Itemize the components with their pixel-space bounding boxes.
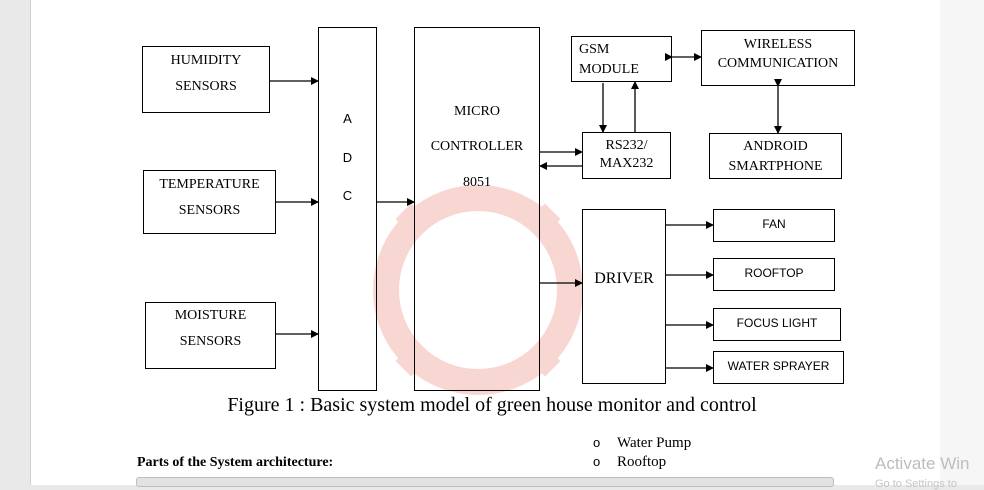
horizontal-scrollbar[interactable] <box>136 477 834 487</box>
fan-box <box>713 209 835 242</box>
window-edge <box>940 0 984 485</box>
activate-windows-sub: Go to Settings to <box>875 478 957 490</box>
bullet-water-pump: o Water Pump <box>593 435 691 452</box>
water-sprayer-label: WATER SPRAYER <box>727 359 830 373</box>
water-sprayer-box <box>713 351 844 384</box>
rs232-box <box>582 132 671 179</box>
rs232-label-2: MAX232 <box>599 156 654 171</box>
micro-label-3: 8051 <box>463 175 491 190</box>
rs232-label-1: RS232/ <box>605 138 648 153</box>
wireless-communication-box <box>701 30 855 86</box>
humidity-label-1: HUMIDITY <box>170 53 242 68</box>
android-label-1: ANDROID <box>743 139 808 154</box>
moisture-sensors-box <box>145 302 276 369</box>
bullet-text: Rooftop <box>617 454 667 470</box>
bullet-marker: o <box>593 435 601 450</box>
wireless-label-1: WIRELESS <box>743 37 813 52</box>
adc-letter-d: D <box>342 150 353 165</box>
android-label-2: SMARTPHONE <box>728 159 823 174</box>
activate-windows-watermark: Activate Win <box>875 454 970 473</box>
document-page <box>30 0 942 485</box>
rooftop-box <box>713 258 835 291</box>
micro-label-2: CONTROLLER <box>430 139 524 154</box>
bullet-marker: o <box>593 454 601 469</box>
temperature-label-1: TEMPERATURE <box>159 177 260 192</box>
temperature-label-2: SENSORS <box>178 203 241 218</box>
rooftop-label: ROOFTOP <box>744 266 804 280</box>
adc-letter-a: A <box>343 111 352 126</box>
gsm-label-1: GSM <box>579 42 610 57</box>
focus-light-box <box>713 308 841 341</box>
wireless-label-2: COMMUNICATION <box>717 56 839 71</box>
android-smartphone-box <box>709 133 842 179</box>
focus-light-label: FOCUS LIGHT <box>736 316 818 330</box>
bullet-rooftop: o Rooftop <box>593 454 666 471</box>
figure-caption: Figure 1 : Basic system model of green h… <box>227 394 757 416</box>
adc-box <box>318 27 377 391</box>
microcontroller-box <box>414 27 540 391</box>
humidity-label-2: SENSORS <box>175 79 237 94</box>
micro-label-1: MICRO <box>454 104 500 119</box>
driver-box <box>582 209 666 384</box>
parts-heading: Parts of the System architecture: <box>137 455 334 470</box>
moisture-label-2: SENSORS <box>179 334 242 349</box>
adc-letter-c: C <box>342 188 353 203</box>
moisture-label-1: MOISTURE <box>174 308 247 323</box>
humidity-sensors-box <box>142 46 270 113</box>
temperature-sensors-box <box>143 170 276 234</box>
fan-label: FAN <box>762 217 786 231</box>
gsm-module-box <box>571 36 672 82</box>
driver-label: DRIVER <box>594 270 654 287</box>
gsm-label-2: MODULE <box>579 62 639 77</box>
bullet-text: Water Pump <box>617 435 692 451</box>
